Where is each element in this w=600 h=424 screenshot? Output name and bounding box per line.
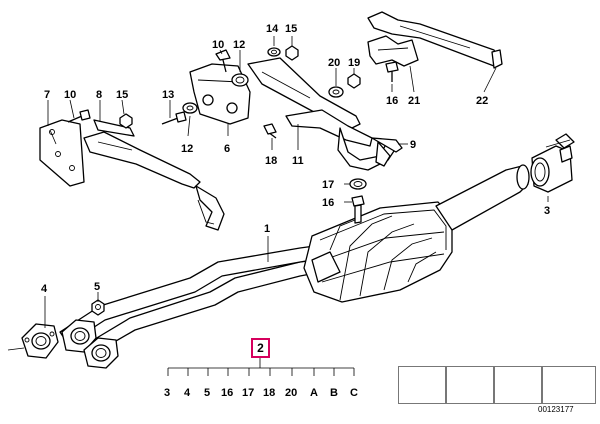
top-bracket-21[interactable] <box>367 35 419 67</box>
hanger-bracket-left[interactable] <box>39 119 85 187</box>
front-flange-middle[interactable] <box>61 319 97 353</box>
callout-5: 5 <box>94 281 100 293</box>
bolt-10a-part[interactable] <box>215 49 231 73</box>
legend-box-a <box>398 366 446 404</box>
bolt-16b-part[interactable] <box>351 195 365 224</box>
kit-item: 5 <box>204 387 210 399</box>
callout-10-top: 10 <box>212 39 224 51</box>
callout-1: 1 <box>264 223 270 235</box>
kit-item: 3 <box>164 387 170 399</box>
front-flange-left[interactable] <box>7 323 59 359</box>
kit-item: C <box>350 387 358 399</box>
callout-7: 7 <box>44 89 50 101</box>
clamp-part[interactable] <box>530 133 575 193</box>
nut-12a-part[interactable] <box>231 73 249 87</box>
callout-20: 20 <box>328 57 340 69</box>
kit-item: B <box>330 387 338 399</box>
callout-10-left: 10 <box>64 89 76 101</box>
bolt-16a-part[interactable] <box>385 61 399 82</box>
leader-lines <box>44 36 549 328</box>
legend-box-c <box>494 366 542 404</box>
washer-20-part[interactable] <box>328 86 344 98</box>
washer-17-part[interactable] <box>349 178 367 190</box>
bracket-6[interactable] <box>189 63 251 125</box>
callout-16-bottom: 16 <box>322 197 334 209</box>
hanger-strap[interactable] <box>83 119 225 231</box>
nut-part-15a[interactable] <box>119 113 133 129</box>
callout-15-top: 15 <box>285 23 297 35</box>
callout-14: 14 <box>266 23 279 35</box>
bolt-part[interactable] <box>67 109 91 123</box>
callout-17: 17 <box>322 179 334 191</box>
rear-hanger-bracket[interactable] <box>247 57 403 171</box>
callout-4: 4 <box>41 283 48 295</box>
kit-items: 3 4 5 16 17 18 20 A B C <box>164 387 358 399</box>
washer-12b-part[interactable] <box>182 102 198 114</box>
catalytic-converter[interactable] <box>303 164 530 303</box>
callout-labels: 1 3 4 5 6 7 8 9 10 10 11 12 12 13 14 15 … <box>41 23 550 295</box>
callout-13: 13 <box>162 89 174 101</box>
legend-box-arrow <box>542 366 596 404</box>
callout-16-top: 16 <box>386 95 398 107</box>
callout-15-left: 15 <box>116 89 128 101</box>
diagram-id: 00123177 <box>538 405 574 414</box>
kit-bracket <box>167 358 355 376</box>
nut-15b-part[interactable] <box>285 45 299 61</box>
callout-3: 3 <box>544 205 550 217</box>
kit-item: A <box>310 387 318 399</box>
callout-8: 8 <box>96 89 102 101</box>
callout-21: 21 <box>408 95 420 107</box>
callout-11: 11 <box>292 155 304 167</box>
kit-item: 16 <box>221 387 233 399</box>
bolt-18-part[interactable] <box>263 123 277 139</box>
bolt-13-part[interactable] <box>161 111 187 125</box>
callout-19: 19 <box>348 57 360 69</box>
callout-18: 18 <box>265 155 277 167</box>
callout-2[interactable]: 2 <box>257 341 264 355</box>
nut-19-part[interactable] <box>347 73 361 89</box>
nut-part[interactable] <box>91 299 105 316</box>
callout-22: 22 <box>476 95 488 107</box>
kit-item: 20 <box>285 387 297 399</box>
front-flange-right[interactable] <box>83 337 119 369</box>
callout-12-top: 12 <box>233 39 245 51</box>
front-pipe-part[interactable] <box>59 244 333 353</box>
support-bar-22[interactable] <box>367 11 503 69</box>
callout-12-bottom: 12 <box>181 143 193 155</box>
callout-6: 6 <box>224 143 230 155</box>
kit-item: 17 <box>242 387 254 399</box>
legend-box-b <box>446 366 494 404</box>
callout-9: 9 <box>410 139 416 151</box>
washer-14-part[interactable] <box>267 47 281 57</box>
kit-item: 18 <box>263 387 275 399</box>
kit-item: 4 <box>184 387 191 399</box>
highlight-callout-box[interactable] <box>251 338 270 358</box>
